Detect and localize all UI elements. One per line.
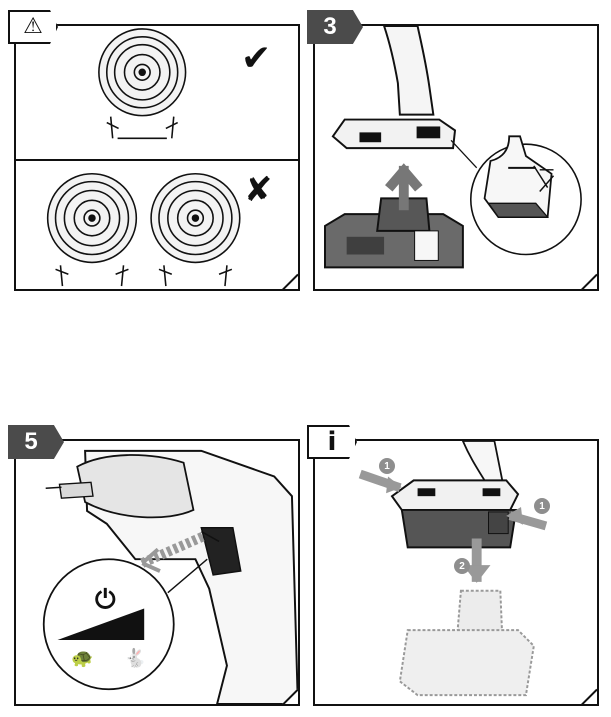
battery-removal-illustration [358, 441, 548, 697]
warning-tab: ⚠ [8, 10, 58, 44]
incorrect-chuck-right-illustration [150, 172, 241, 287]
battery-insertion-illustration [324, 26, 582, 269]
chuck-comparison-illustration [46, 28, 241, 287]
warning-triangle-icon: ⚠ [23, 14, 43, 39]
step5-label: 5 [24, 428, 38, 455]
correct-chuck-illustration [98, 28, 187, 140]
step3-tab: 3 [307, 10, 363, 44]
step3-label: 3 [323, 13, 337, 40]
incorrect-x-icon: ✘ [244, 170, 273, 210]
step3-panel [313, 24, 599, 291]
step-marker-1-right: 1 [534, 498, 550, 514]
info-icon: i [327, 427, 337, 457]
info-tab: i [307, 425, 357, 459]
warning-panel-divider [16, 159, 298, 161]
trigger-speed-illustration [42, 449, 298, 704]
step5-tab: 5 [8, 425, 64, 459]
power-icon: ⏻ [95, 585, 116, 615]
warning-panel: ✔ ✘ [14, 24, 300, 291]
turtle-icon: 🐢 [71, 648, 94, 669]
incorrect-chuck-left-illustration [46, 172, 138, 287]
info-panel: 1 1 2 [313, 439, 599, 706]
rabbit-icon: 🐇 [124, 648, 147, 669]
step-marker-2: 2 [454, 558, 470, 574]
step5-panel: ⏻ 🐢 🐇 [14, 439, 300, 706]
step-marker-1-left: 1 [379, 458, 395, 474]
correct-check-icon: ✔ [241, 38, 272, 79]
